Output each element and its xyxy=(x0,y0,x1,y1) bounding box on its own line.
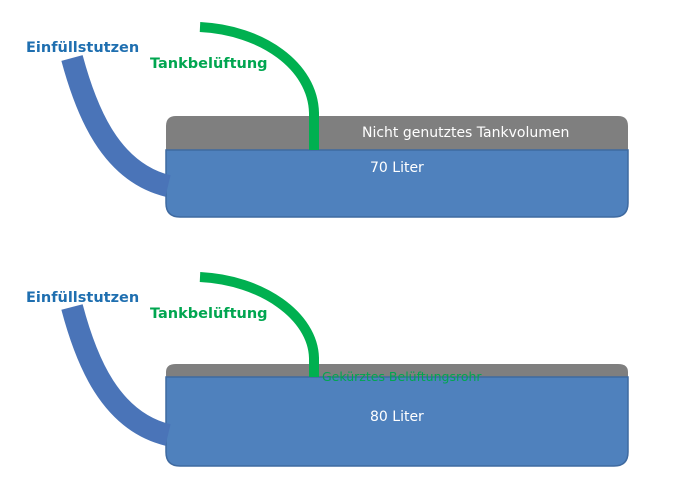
tank-diagram-70-liter: Einfüllstutzen Tankbelüftung Nicht genut… xyxy=(26,22,629,218)
shortened-vent-pipe-label: Gekürztes Belüftungsrohr xyxy=(322,369,482,384)
filler-neck-pipe xyxy=(61,55,172,197)
filler-neck-label: Einfüllstutzen xyxy=(26,40,139,56)
vent-pipe xyxy=(199,22,319,150)
unused-tank-volume-area xyxy=(166,116,628,150)
tank-diagram-80-liter: Einfüllstutzen Tankbelüftung Gekürztes B… xyxy=(26,272,629,467)
fuel-volume-area xyxy=(165,149,629,218)
vent-pipe xyxy=(199,272,319,377)
tank-body xyxy=(165,116,629,218)
filler-neck-label: Einfüllstutzen xyxy=(26,290,139,306)
volume-label: 70 Liter xyxy=(370,160,424,176)
fuel-volume-area xyxy=(165,376,629,467)
vent-label: Tankbelüftung xyxy=(150,56,268,72)
vent-label: Tankbelüftung xyxy=(150,306,268,322)
filler-neck-pipe xyxy=(61,304,172,446)
unused-tank-volume-area xyxy=(166,364,628,377)
volume-label: 80 Liter xyxy=(370,409,424,425)
tank-body xyxy=(165,364,629,467)
unused-volume-label: Nicht genutztes Tankvolumen xyxy=(362,125,569,141)
